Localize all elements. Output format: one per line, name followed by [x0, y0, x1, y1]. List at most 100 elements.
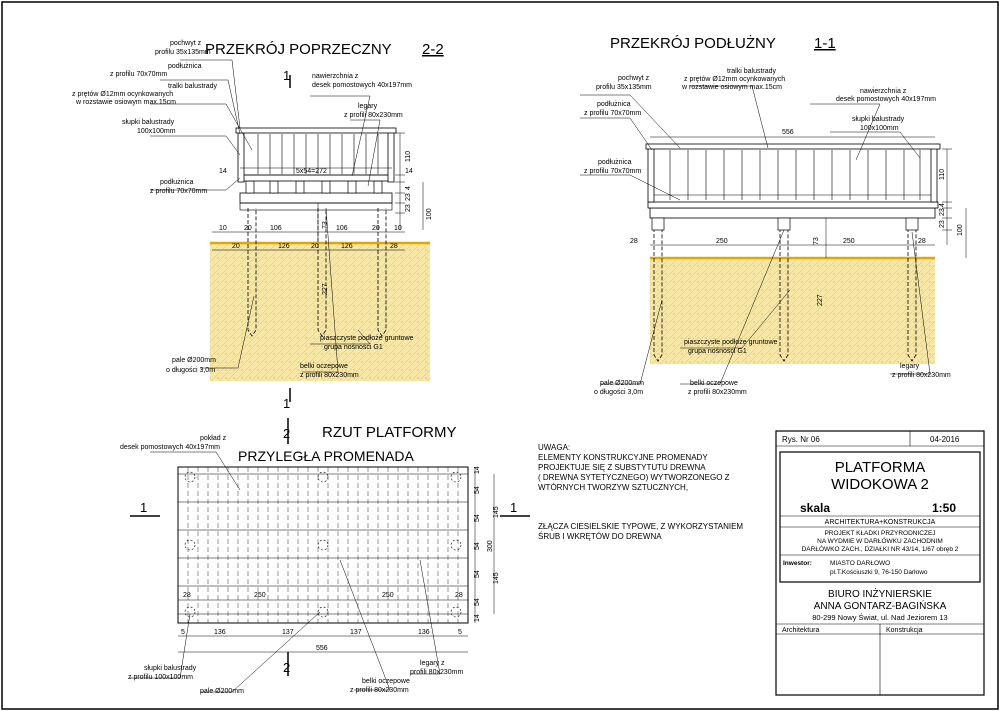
- label-beams: belki oczepowe: [362, 678, 410, 685]
- dim-label: 4: [939, 203, 946, 207]
- label-joists: legary: [358, 103, 378, 110]
- label-soil: grupa nośności G1: [324, 344, 383, 351]
- dim-label: 136: [418, 629, 430, 636]
- label-surface: desek pomostowych 40x197mm: [312, 82, 412, 89]
- dim-label: 20: [372, 225, 380, 232]
- section-marker: 2: [283, 660, 290, 675]
- dim-label: 5: [181, 629, 185, 636]
- dim-label: 23: [405, 204, 412, 212]
- label-stringer: podłużnica: [597, 101, 631, 108]
- label-piles: pale Ø200mm: [600, 380, 644, 387]
- label-rods: z prętów Ø12mm ocynkowanych: [72, 91, 173, 98]
- label-beams: z profili 80x230mm: [688, 389, 747, 396]
- dim-label: 14: [474, 466, 481, 474]
- note-line: WTÓRNYCH TWORZYW SZTUCZNYCH,: [538, 483, 688, 492]
- dim-label: 100: [426, 208, 433, 220]
- label-beams: belki oczepowe: [300, 363, 348, 370]
- drawing-date: 04-2016: [930, 435, 960, 444]
- note-line: PROJEKTUJE SIĘ Z SUBSTYTUTU DREWNA: [538, 463, 706, 472]
- label-stringer: podłużnica: [168, 63, 202, 70]
- column-architecture: Architektura: [782, 627, 819, 634]
- investor-label: Inwestor:: [783, 560, 812, 567]
- investor-name: MIASTO DARŁOWO: [830, 560, 890, 567]
- drawing-number: Rys. Nr 06: [782, 435, 820, 444]
- dim-label: 106: [270, 225, 282, 232]
- project-line: NA WYDMIE W DARŁÓWKU ZACHODNIM: [817, 536, 943, 545]
- label-piles: pale Ø200mm: [172, 357, 216, 364]
- longitudinal-section-title: PRZEKRÓJ PODŁUŻNY: [610, 34, 776, 52]
- note-line: ZŁĄCZA CIESIELSKIE TYPOWE, Z WYKORZYSTAN…: [538, 522, 743, 531]
- soil-area: [650, 258, 935, 364]
- title-block: Rys. Nr 06 04-2016 PLATFORMA WIDOKOWA 2 …: [775, 430, 985, 696]
- soil-area: [210, 243, 430, 381]
- dim-label: 28: [390, 243, 398, 250]
- section-marker: 1: [140, 500, 147, 515]
- label-beams: belki oczepowe: [690, 380, 738, 387]
- note-line: ELEMENTY KONSTRUKCYJNE PROMENADY: [538, 453, 708, 462]
- label-stringer: z profilu 70x70mm: [150, 188, 207, 195]
- label-soil: grupa nośności G1: [688, 348, 747, 355]
- label-surface: nawierzchnia z: [860, 88, 907, 95]
- office-address: 80-299 Nowy Świat, ul. Nad Jeziorem 13: [812, 613, 947, 622]
- dim-label: 54: [474, 570, 481, 578]
- label-posts: 100x100mm: [860, 125, 899, 132]
- label-beams: z profili 80x230mm: [300, 372, 359, 379]
- label-rods: tralki balustrady: [168, 83, 218, 90]
- dim-label: 100: [957, 224, 964, 236]
- office-name: BIURO INŻYNIERSKIE: [828, 587, 932, 600]
- label-joists: legary: [900, 363, 920, 370]
- dim-label: 23: [939, 208, 946, 216]
- dim-label: 556: [782, 129, 794, 136]
- dim-label: 126: [278, 243, 290, 250]
- scale-label: skala: [800, 501, 830, 515]
- dim-label: 227: [817, 294, 824, 306]
- label-stringer: z profilu 70x70mm: [110, 71, 167, 78]
- drawing-title: PLATFORMA: [835, 459, 926, 476]
- longitudinal-section: PRZEKRÓJ PODŁUŻNY 1-1: [580, 34, 967, 396]
- label-stringer: podłużnica: [598, 159, 632, 166]
- dim-label: 137: [350, 629, 362, 636]
- label-stringer: podłużnica: [160, 179, 194, 186]
- label-handrail: profilu 35x135mm: [596, 84, 652, 91]
- label-rods: w rozstawie osiowym max.15cm: [75, 99, 176, 106]
- dim-label: 250: [382, 592, 394, 599]
- label-handrail: pochwyt z: [170, 40, 202, 47]
- dim-label: 5: [458, 629, 462, 636]
- label-posts: 100x100mm: [137, 128, 176, 135]
- dim-label: 106: [336, 225, 348, 232]
- cross-section-title: PRZEKRÓJ POPRZECZNY: [205, 41, 392, 58]
- dim-label: 14: [405, 168, 413, 175]
- dim-label: 4: [405, 186, 412, 190]
- label-joists: profili 80x230mm: [410, 669, 463, 676]
- label-rods: w rozstawie osiowym max.15cm: [681, 84, 782, 91]
- label-rods: tralki balustrady: [727, 68, 777, 75]
- label-posts: słupki balustrady: [144, 665, 197, 672]
- dim-label: 300: [487, 540, 494, 552]
- notes: UWAGA: ELEMENTY KONSTRUKCYJNE PROMENADY …: [538, 443, 743, 541]
- dim-label: 145: [493, 506, 500, 518]
- dim-label: 110: [405, 151, 412, 162]
- label-posts: z profilu 100x100mm: [128, 674, 193, 681]
- scale-value: 1:50: [932, 501, 956, 515]
- dim-label: 20: [244, 225, 252, 232]
- discipline: ARCHITEKTURA+KONSTRUKCJA: [825, 519, 936, 526]
- cross-section-number: 2-2: [422, 41, 444, 58]
- dim-label: 136: [214, 629, 226, 636]
- column-construction: Konstrukcja: [886, 627, 923, 634]
- dim-label: 28: [630, 238, 638, 245]
- label-piles: o długości 3,0m: [594, 389, 643, 396]
- label-piles: pale Ø200mm: [200, 688, 244, 695]
- section-marker: 1: [510, 500, 517, 515]
- dim-label: 250: [716, 238, 728, 245]
- dim-label: 73: [322, 221, 329, 229]
- label-stringer: z profilu 70x70mm: [584, 168, 641, 175]
- dim-label: 54: [474, 598, 481, 606]
- drawing-title: WIDOKOWA 2: [831, 476, 929, 493]
- project-line: PROJEKT KŁADKI PRZYRODNICZEJ: [824, 530, 935, 537]
- label-rods: z prętów Ø12mm ocynkowanych: [684, 76, 785, 83]
- dim-label: 20: [311, 243, 319, 250]
- dim-label: 10: [219, 225, 227, 232]
- label-deck: desek pomostowych 40x197mm: [120, 444, 220, 451]
- dim-label: 145: [493, 572, 500, 584]
